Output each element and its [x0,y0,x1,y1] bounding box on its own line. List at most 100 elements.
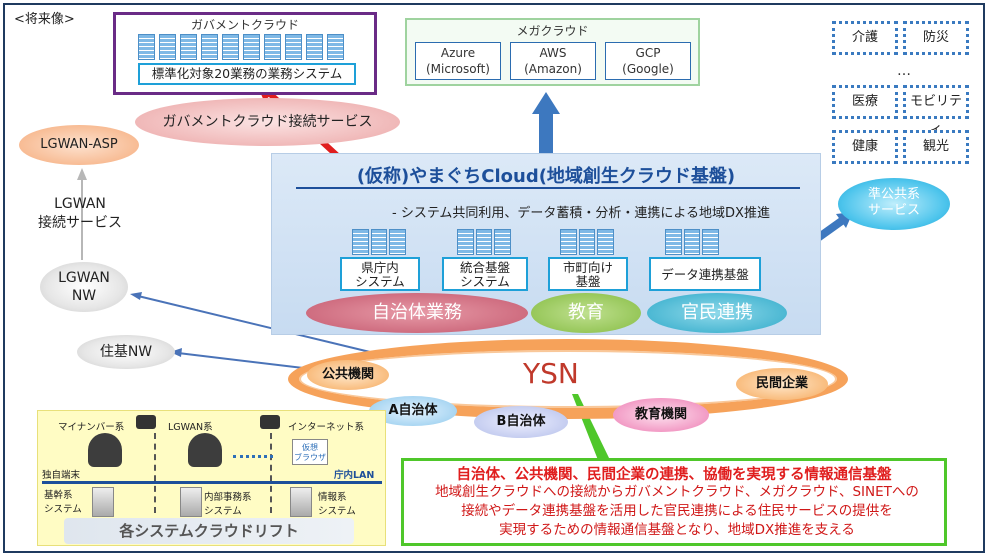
title-underline [296,187,800,189]
municipal-platform: 市町向け 基盤 [548,257,628,291]
server-line1: 内部事務系 [204,492,252,503]
server-core: 基幹系 システム [44,487,82,515]
firewall-icon [136,415,156,429]
dotted-arrow [233,455,273,458]
own-terminal-label: 独自端末 [42,470,81,481]
server-rack-group [457,229,512,255]
server-icon [159,34,176,60]
server-icon [597,229,615,255]
quasi-public-line2: サービス [867,203,920,218]
government-cloud-box: ガバメントクラウド 標準化対象20業務の業務システム [113,12,377,95]
service-health: 健康 [832,130,898,164]
server-icon [222,34,239,60]
lan-label: 庁内LAN [334,470,375,481]
server-line2: システム [318,506,356,517]
more-services: … [897,63,913,79]
server-icon [201,34,218,60]
virtual-browser-line2: ブラウザ [294,453,326,462]
server-icon [290,487,312,517]
system-line2: システム [460,274,510,289]
system-line1: 統合基盤 [459,260,510,275]
server-icon [243,34,260,60]
virtual-browser-icon: 仮想 ブラウザ [292,439,328,465]
provider-azure: Azure (Microsoft) [415,42,501,80]
mega-cloud-title: メガクラウド [516,24,589,38]
lgwan-nw-line1: LGWAN [58,270,110,286]
blue-line-lgwan-nw [130,292,371,353]
server-icon [306,34,323,60]
cloud-lift-footer: 各システムクラウドリフト [64,518,354,544]
server-icon [285,34,302,60]
system-line1: 市町向け [562,260,613,275]
server-line2: システム [44,504,82,515]
group-municipal-business: 自治体業務 [306,293,528,333]
service-tourism: 観光 [903,130,969,164]
server-rack-group [352,229,407,255]
server-icon [560,229,577,255]
callout-body: 地域創生クラウドへの接続からガバメントクラウド、メガクラウド、SINETへの 接… [410,483,944,540]
provider-gcp: GCP (Google) [605,42,691,80]
server-icon [702,229,720,255]
system-line2: 基盤 [575,274,601,289]
group-public-private: 官民連携 [647,293,787,333]
server-icon [327,34,344,60]
firewall-icon [260,415,280,429]
server-rack-group [560,229,615,255]
node-private-company: 民間企業 [736,368,828,400]
provider-aws: AWS (Amazon) [510,42,596,80]
server-icon [180,487,202,517]
juki-nw: 住基NW [77,335,175,369]
ysn-ring [288,339,848,419]
callout-line: 地域創生クラウドへの接続からガバメントクラウド、メガクラウド、SINETへの [435,484,919,500]
blue-line-juki [170,348,321,371]
zone-divider [270,433,272,513]
yamaguchi-cloud-title: (仮称)やまぐちCloud(地域創生クラウド基盤) [356,166,736,187]
service-care: 介護 [832,21,898,55]
callout-box: 自治体、公共機関、民間企業の連携、協働を実現する情報通信基盤 地域創生クラウドへ… [401,458,947,546]
quasi-public-service: 準公共系 サービス [838,178,950,230]
server-line1: 基幹系 [44,490,73,501]
node-public-agency: 公共機関 [307,360,389,390]
server-icon [665,229,682,255]
quasi-public-line1: 準公共系 [867,187,920,202]
callout-line: 接続やデータ連携基盤を活用した官民連携による住民サービスの提供を [461,503,893,519]
system-line2: システム [355,274,405,289]
server-icon [475,229,493,255]
server-line1: 情報系 [318,492,347,503]
zone-divider [154,433,156,513]
lgwan-asp: LGWAN-ASP [19,125,139,165]
zone-internet: インターネット系 [288,422,365,433]
server-icon [180,34,197,60]
server-icon [138,34,155,60]
service-disaster: 防災 [903,21,969,55]
provider-name: Azure [440,46,476,60]
system-line1: データ連携基盤 [661,267,749,282]
server-internal: 内部事務系 システム [204,489,252,517]
data-linkage-platform: データ連携基盤 [649,257,761,291]
future-vision-tag: <将来像> [14,12,75,27]
provider-name: GCP [635,46,661,60]
server-icon [457,229,474,255]
user-icon [188,433,222,467]
prefecture-system: 県庁内 システム [340,257,420,291]
server-icon [494,229,512,255]
zone-mynumber: マイナンバー系 [58,422,125,433]
mega-cloud-box: メガクラウド Azure (Microsoft) AWS (Amazon) GC… [405,18,700,86]
server-icon [352,229,369,255]
server-icon [578,229,596,255]
lgwan-nw-line2: NW [71,288,97,304]
user-icon [88,433,122,467]
server-icon [683,229,701,255]
provider-vendor: (Microsoft) [426,62,490,76]
lan-line [42,481,382,484]
callout-line: 実現するための情報通信基盤となり、地域DX推進を支える [499,522,855,538]
blue-arrow-mega [532,92,560,154]
group-education: 教育 [531,293,641,333]
node-municipality-b: B自治体 [474,406,568,438]
standard-business-system: 標準化対象20業務の業務システム [138,63,356,85]
server-line2: システム [204,506,242,517]
lgwan-connect-service: LGWAN 接続サービス [32,195,128,233]
zone-lgwan: LGWAN系 [168,422,213,433]
government-cloud-title: ガバメントクラウド [190,18,299,32]
lgwan-nw: LGWAN NW [40,262,128,312]
